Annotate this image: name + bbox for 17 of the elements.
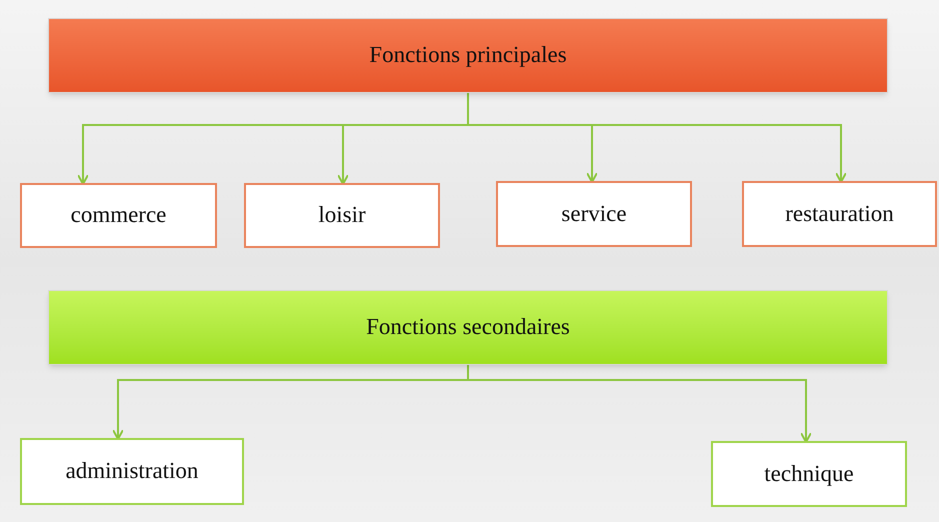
- category-bar: [48, 18, 888, 93]
- node-label: Fonctions secondaires: [366, 313, 570, 342]
- function-box: [496, 181, 692, 247]
- node-label: restauration: [785, 200, 894, 228]
- node-label: administration: [66, 457, 198, 486]
- node-label: Fonctions principales: [369, 41, 567, 70]
- node-label: technique: [764, 460, 854, 488]
- function-box: [244, 183, 440, 248]
- node-label: loisir: [318, 201, 366, 230]
- node-label: service: [561, 200, 627, 228]
- connector-arrow: [467, 365, 812, 443]
- function-box: [711, 441, 907, 507]
- function-box: [742, 181, 937, 247]
- function-box: [20, 183, 217, 248]
- category-bar: [48, 290, 888, 365]
- function-box: [20, 438, 244, 505]
- node-label: commerce: [70, 201, 166, 230]
